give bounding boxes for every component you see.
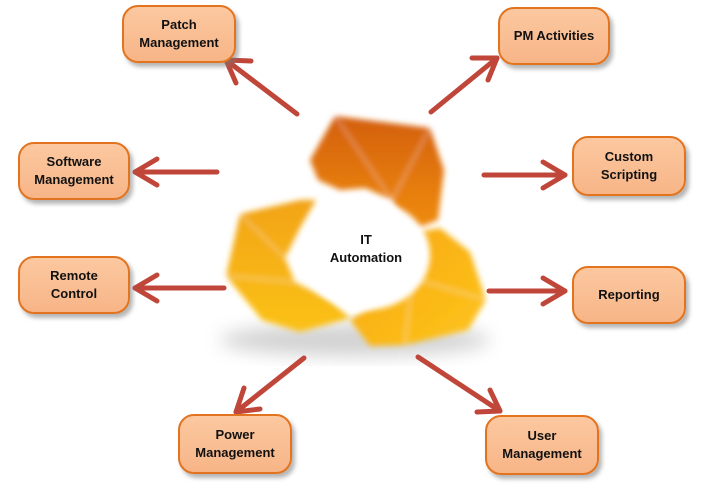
arrows [132,55,568,415]
node-reporting: Reporting [572,266,686,324]
arrow-to-power-management [233,355,307,415]
arrow-to-software-management [132,156,220,188]
center-label: IT Automation [329,232,403,265]
arrow-to-custom-scripting [481,159,568,191]
node-user-management: User Management [485,415,599,475]
node-pm-activities: PM Activities [498,7,610,65]
arrow-to-remote-control [132,272,227,304]
center-graphic [220,115,490,356]
node-power-management: Power Management [178,414,292,474]
node-custom-scripting: Custom Scripting [572,136,686,196]
arrow-to-user-management [415,354,503,415]
node-remote-control: Remote Control [18,256,130,314]
node-software-management: Software Management [18,142,130,200]
hexagon-segment-top [310,116,444,232]
hexagon-segment-left [226,200,350,332]
node-patch-management: Patch Management [122,5,236,63]
center-hole [302,200,430,310]
arrow-to-reporting [486,275,568,307]
arrow-to-patch-management [223,57,300,117]
arrow-to-pm-activities [428,55,500,115]
